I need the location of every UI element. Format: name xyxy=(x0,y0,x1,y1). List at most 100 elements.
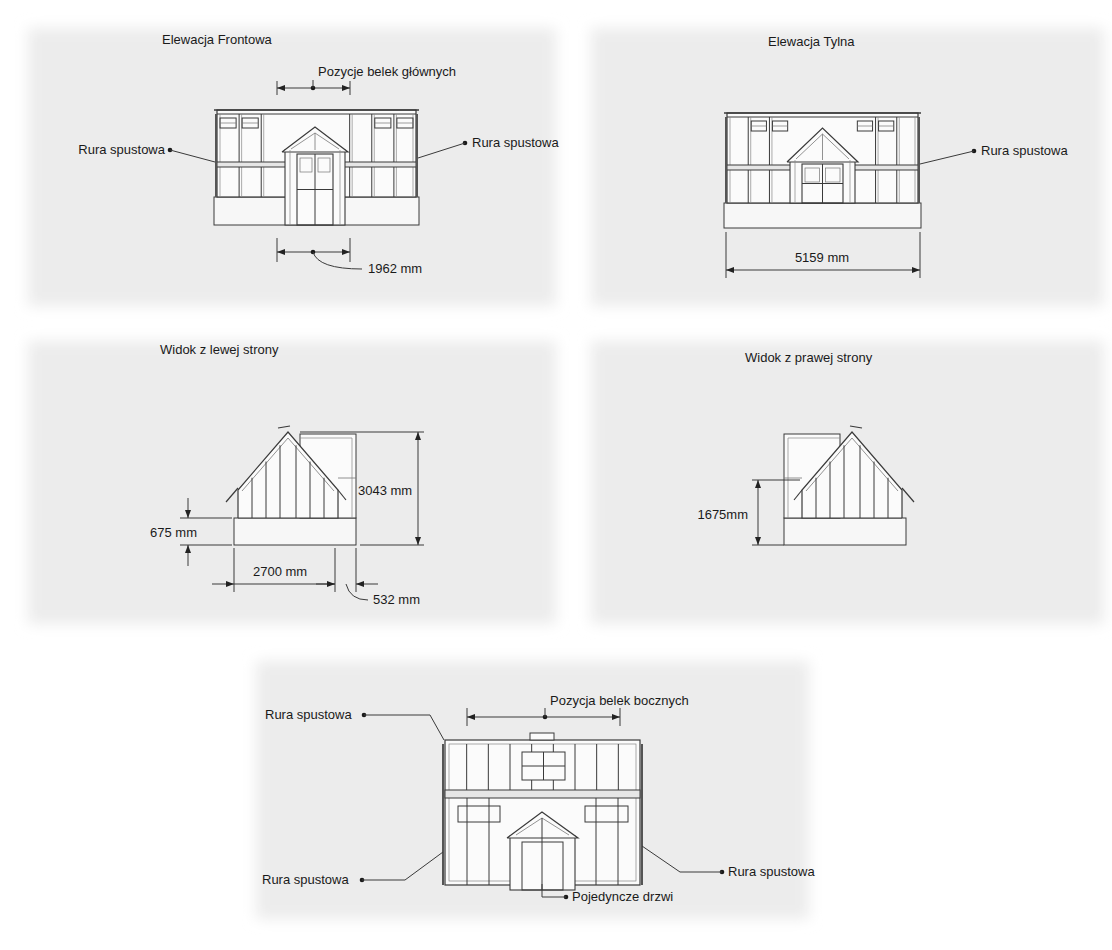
drainpipe xyxy=(641,744,643,885)
panel-ground xyxy=(591,28,1104,306)
ridge-vent xyxy=(278,426,290,428)
greenhouse-side-view xyxy=(226,426,356,545)
callout-label: Pojedyncze drzwi xyxy=(572,889,673,905)
dimension-line xyxy=(234,584,335,585)
leader-line xyxy=(313,252,362,269)
callout-label: Rura spustowa xyxy=(262,872,349,888)
leader-line xyxy=(418,143,465,158)
glazing-bar xyxy=(252,478,253,518)
dimension-tick xyxy=(234,548,235,592)
door-pane xyxy=(300,158,312,172)
porch-post xyxy=(795,160,796,203)
leader-line xyxy=(170,150,215,162)
glazing-bar xyxy=(875,117,876,203)
roof-vent xyxy=(751,121,766,131)
plinth-wall xyxy=(724,203,921,228)
dimension-label: 2700 mm xyxy=(253,564,307,580)
door-split xyxy=(542,818,543,890)
panel-ground xyxy=(28,28,556,306)
drainpipe xyxy=(918,117,920,203)
glazing-bar xyxy=(510,744,511,790)
roof-vent xyxy=(220,118,236,128)
door-pane xyxy=(318,158,330,172)
gable-end xyxy=(238,432,338,518)
porch-frame xyxy=(790,160,855,203)
greenhouse-elevation xyxy=(214,110,419,225)
roof-vent xyxy=(857,121,872,131)
glazing-bar xyxy=(618,798,619,885)
glazing-bar xyxy=(888,478,889,518)
transom-band xyxy=(445,790,640,798)
porch-post xyxy=(290,150,291,225)
glazing-bar xyxy=(466,744,467,790)
vent-bar xyxy=(522,766,565,767)
glazing-bar xyxy=(488,744,489,790)
dimension-tick xyxy=(350,238,351,262)
callout-label: Rura spustowa xyxy=(728,864,815,880)
roof-vent xyxy=(879,121,894,131)
glazing-bar xyxy=(310,462,311,518)
door xyxy=(802,164,843,203)
dimension-label: 1675mm xyxy=(697,507,748,523)
callout-label: Rura spustowa xyxy=(78,142,165,158)
callout-label: Pozycje belek głównych xyxy=(318,64,456,80)
plinth-wall xyxy=(784,518,906,545)
glazing-bar xyxy=(324,478,325,518)
view-heading: Elewacja Frontowa xyxy=(162,32,272,48)
glazing-bar xyxy=(874,462,875,518)
ridge-vent xyxy=(850,426,862,428)
dimension-tick xyxy=(920,232,921,278)
leader-line xyxy=(642,846,722,872)
vent-bar xyxy=(879,126,894,127)
vent-bar xyxy=(375,123,391,124)
glazing-bar xyxy=(489,798,490,885)
dimension-tick xyxy=(752,545,784,546)
dimension-line xyxy=(418,432,419,545)
dimension-label: 675 mm xyxy=(150,525,197,541)
glazing-bar xyxy=(830,462,831,518)
glazing-bar xyxy=(349,114,350,197)
glazing-bar xyxy=(769,117,770,203)
open-vent xyxy=(902,488,914,502)
dimension-label: 5159 mm xyxy=(795,250,849,266)
roof-vent xyxy=(522,752,565,780)
door-pane xyxy=(805,168,820,182)
glazing-bar xyxy=(575,744,576,790)
view-heading: Widok z lewej strony xyxy=(160,342,278,358)
corner-post xyxy=(730,117,731,203)
view-panel: Widok z prawej strony xyxy=(585,335,1110,630)
door-rail xyxy=(802,183,843,184)
panel-ground xyxy=(591,341,1104,624)
dimension-tick xyxy=(300,432,424,433)
drainpipe xyxy=(442,744,444,885)
ridge-line xyxy=(214,109,419,110)
view-heading: Elewacja Tylna xyxy=(768,34,854,50)
drainpipe xyxy=(416,114,418,197)
glazing-bar xyxy=(266,462,267,518)
open-vent xyxy=(226,488,238,502)
door-pane xyxy=(826,168,841,182)
glazed-wall xyxy=(727,113,918,203)
glazing-bar xyxy=(899,117,900,203)
dimension-arrow xyxy=(356,584,378,585)
glazing-bar xyxy=(748,117,749,203)
eave-line xyxy=(727,117,918,118)
dimension-arrow xyxy=(212,584,234,585)
roof-vent xyxy=(772,121,787,131)
door-rail xyxy=(297,189,333,190)
porch-gable-inner xyxy=(291,133,339,149)
callout-label: Rura spustowa xyxy=(981,143,1068,159)
dimension-tick xyxy=(360,545,424,546)
ridge-vent xyxy=(530,733,554,740)
glazing-bar xyxy=(371,114,372,197)
callout-label: Pozycja belek bocznych xyxy=(550,693,689,709)
callout-label: Rura spustowa xyxy=(472,135,559,151)
vent-bar xyxy=(857,126,872,127)
glazing-bar xyxy=(393,114,394,197)
porch-gable xyxy=(787,128,858,162)
drainpipe xyxy=(215,114,217,197)
view-panel: Elewacja Frontowa xyxy=(22,22,562,312)
vent-bar xyxy=(772,126,787,127)
glazing-bar xyxy=(263,114,264,197)
